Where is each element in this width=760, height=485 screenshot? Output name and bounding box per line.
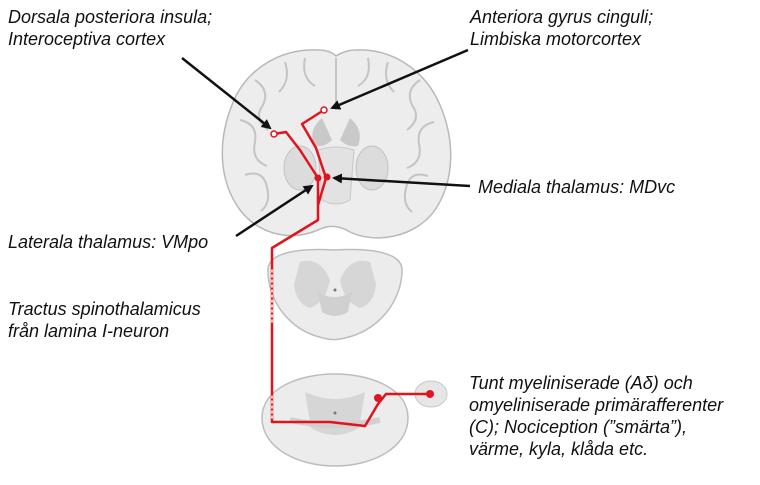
insula-arrow bbox=[181, 57, 272, 130]
mdvc-label: Mediala thalamus: MDvc bbox=[478, 177, 676, 197]
annotation-arrows bbox=[181, 48, 471, 238]
dorsal-horn-node bbox=[374, 394, 382, 402]
vmpo-label: Laterala thalamus: VMpo bbox=[8, 232, 209, 252]
tract-label: Tractus spinothalamicus från lamina I-ne… bbox=[8, 299, 201, 341]
pathway-nodes bbox=[270, 106, 434, 402]
afferents-label: Tunt myeliniserade (Aδ) och omyelinisera… bbox=[469, 373, 724, 459]
mdvc-arrow bbox=[332, 173, 471, 188]
cervical-spinal-cord-section bbox=[267, 248, 403, 341]
cingulate-node bbox=[320, 106, 328, 114]
dorsal-root-ganglion-node bbox=[426, 390, 434, 398]
cingulate-label: Anteriora gyrus cinguli; Limbiska motorc… bbox=[470, 7, 654, 49]
vmpo-arrow bbox=[235, 184, 314, 238]
mdvc-node bbox=[323, 173, 331, 181]
cingulate-arrow bbox=[330, 48, 469, 110]
brain-coronal-section bbox=[221, 49, 452, 239]
medial-thalamus-branch bbox=[300, 108, 328, 207]
vmpo-node bbox=[314, 174, 322, 182]
nociceptive-pathway bbox=[270, 108, 432, 428]
spinal-cord-section bbox=[261, 373, 409, 467]
insula-label: Dorsala posteriora insula; Interoceptiva… bbox=[8, 7, 213, 49]
insula-node bbox=[270, 130, 278, 138]
spinothalamic-tract-line bbox=[270, 130, 432, 428]
